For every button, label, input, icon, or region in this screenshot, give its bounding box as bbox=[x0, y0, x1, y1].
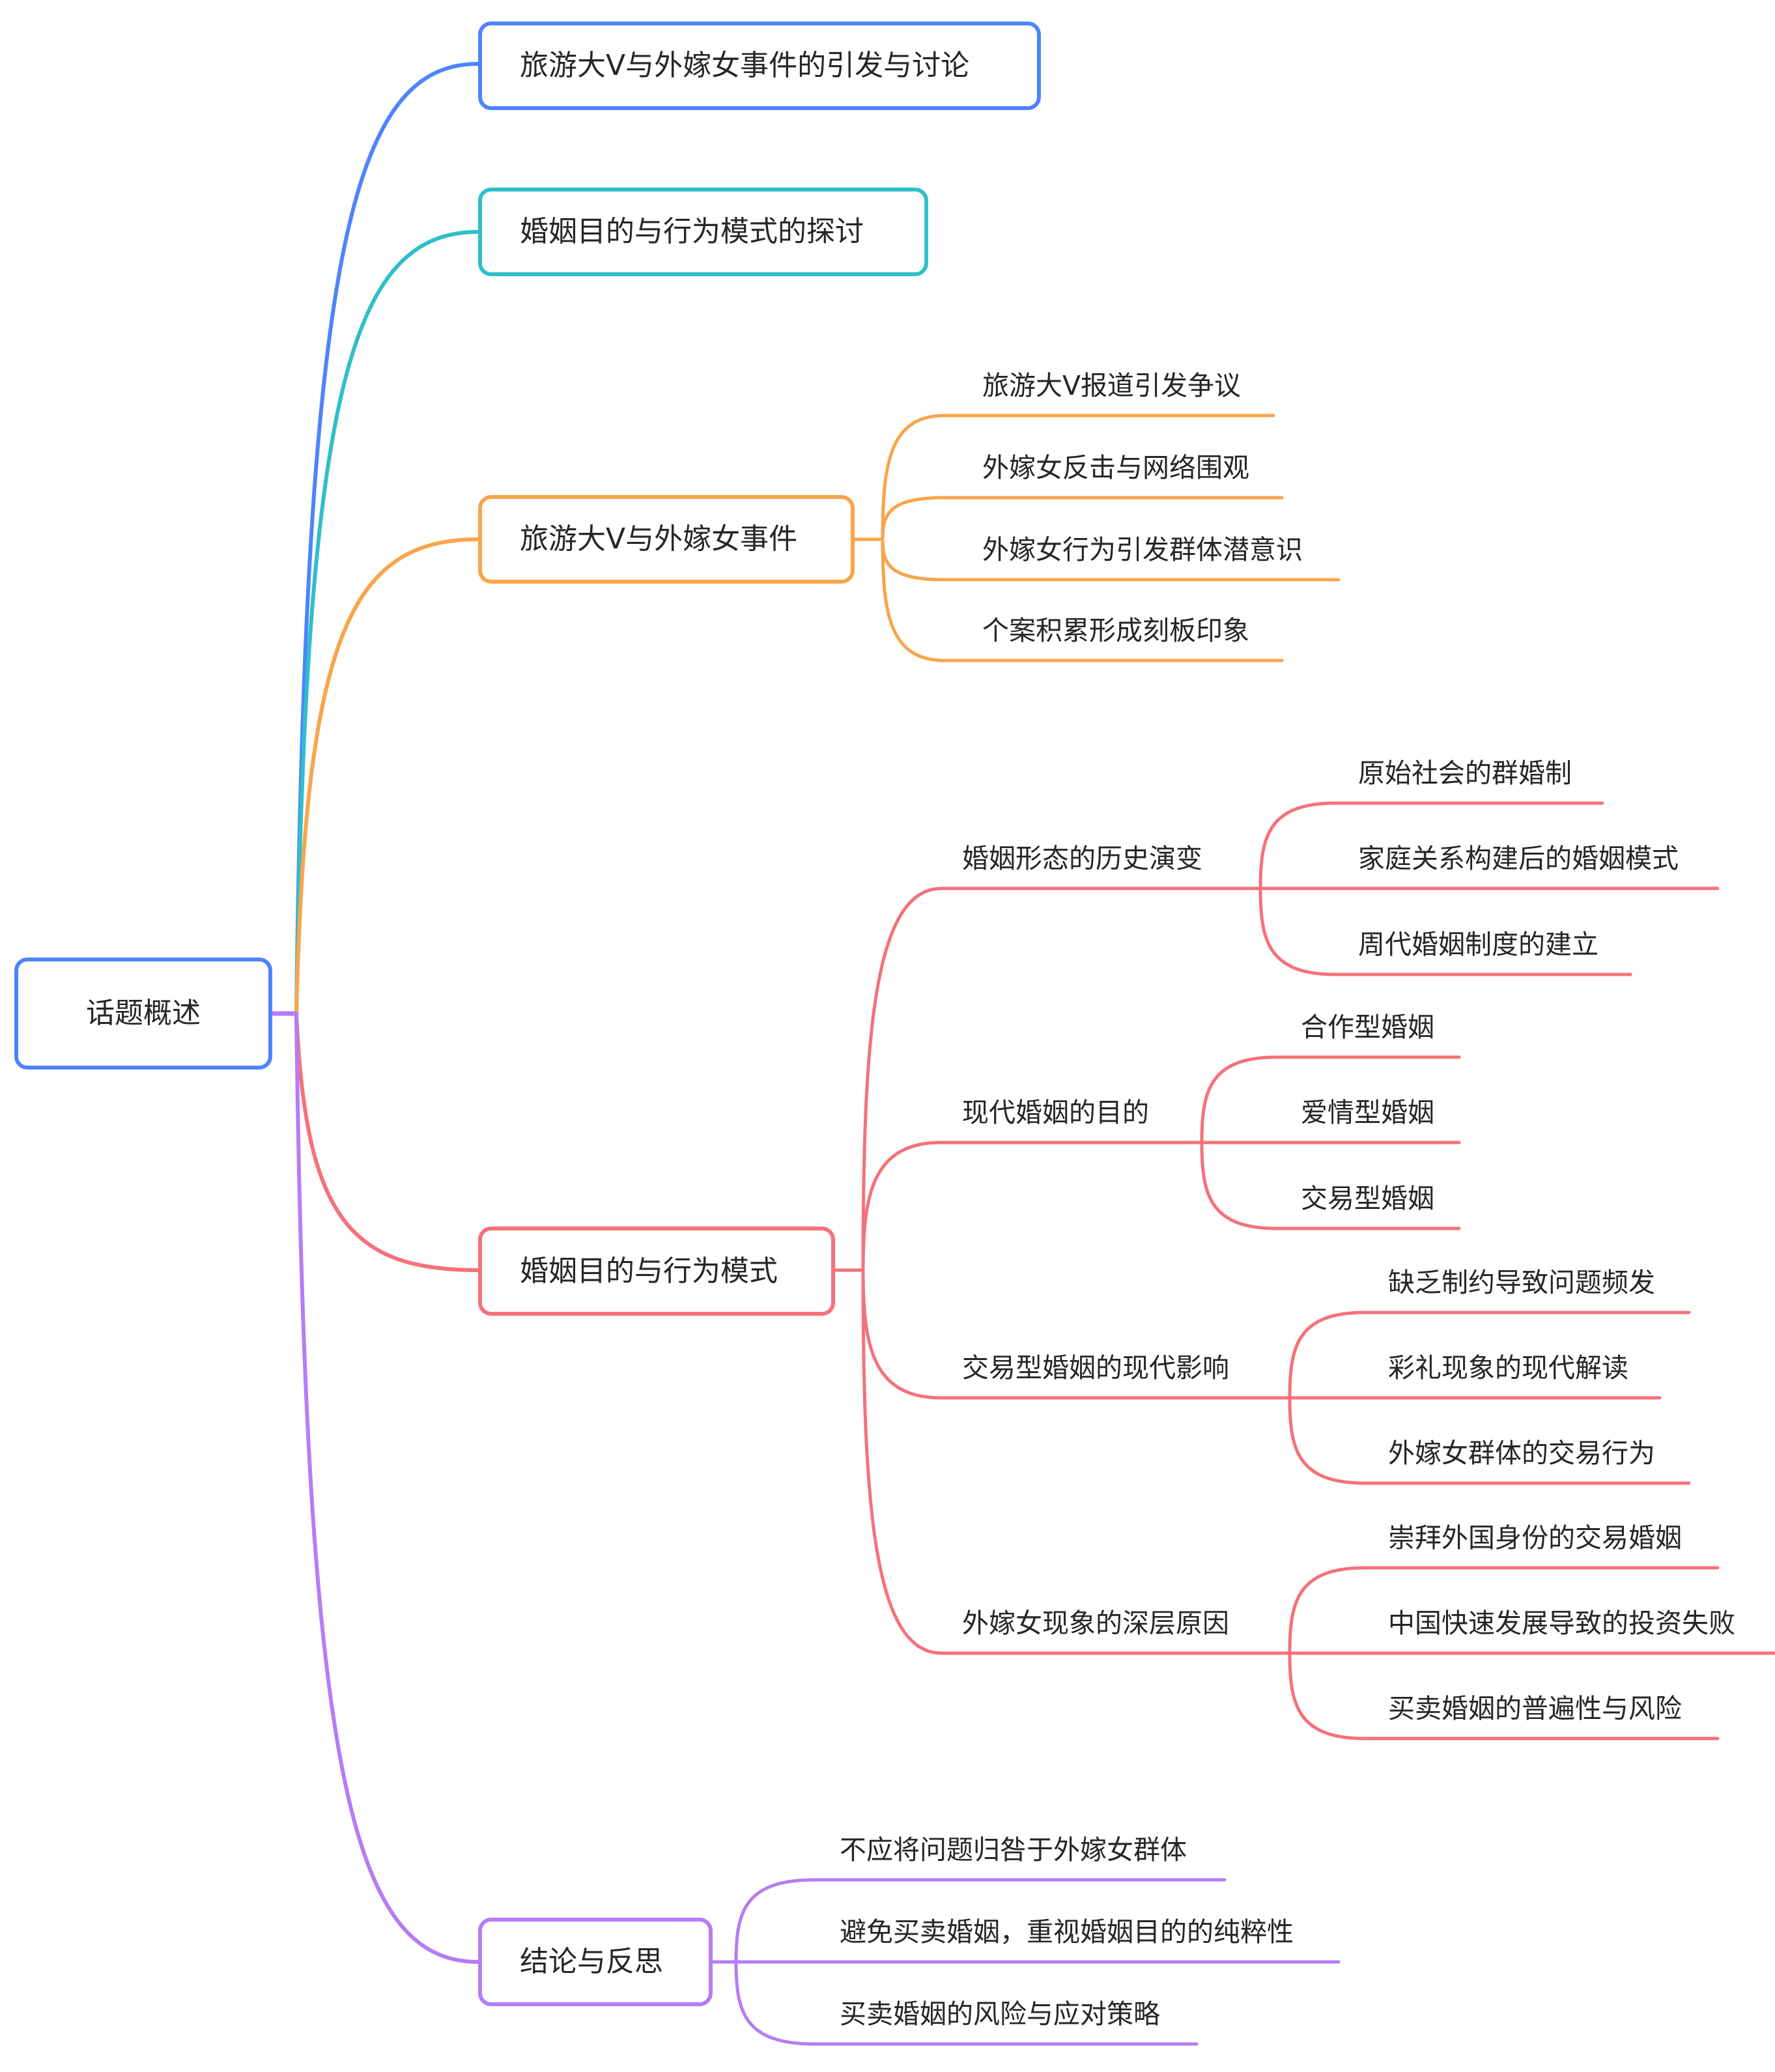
main-topic-event[interactable]: 旅游大V与外嫁女事件 bbox=[478, 495, 855, 584]
leaf-line bbox=[1258, 887, 1632, 976]
main-topic-label: 旅游大V与外嫁女事件的引发与讨论 bbox=[520, 49, 970, 82]
leaf-line bbox=[1258, 801, 1604, 890]
leaf-topic[interactable]: 缺乏制约导致问题频发 bbox=[1388, 1267, 1655, 1298]
subtopic[interactable]: 现代婚姻的目的 bbox=[962, 1097, 1149, 1128]
main-topic-conclusion[interactable]: 结论与反思 bbox=[478, 1918, 713, 2006]
subtopic-line bbox=[734, 1878, 1227, 1964]
main-topic-marriage-discussion[interactable]: 婚姻目的与行为模式的探讨 bbox=[478, 188, 928, 276]
root-topic-label: 话题概述 bbox=[86, 997, 201, 1030]
subtopic[interactable]: 避免买卖婚姻，重视婚姻目的的纯粹性 bbox=[840, 1916, 1294, 1948]
leaf-topic[interactable]: 外嫁女群体的交易行为 bbox=[1388, 1438, 1655, 1469]
leaf-topic[interactable]: 买卖婚姻的普遍性与风险 bbox=[1388, 1693, 1682, 1724]
main-topic-marriage-patterns[interactable]: 婚姻目的与行为模式 bbox=[478, 1227, 835, 1316]
leaf-topic[interactable]: 合作型婚姻 bbox=[1301, 1012, 1434, 1043]
subtopic-line bbox=[881, 496, 1284, 541]
subtopic-line bbox=[861, 887, 1262, 1272]
main-branch-line bbox=[294, 537, 480, 1015]
leaf-topic[interactable]: 爱情型婚姻 bbox=[1301, 1097, 1434, 1128]
subtopic[interactable]: 外嫁女行为引发群体潜意识 bbox=[982, 534, 1303, 565]
subtopic[interactable]: 交易型婚姻的现代影响 bbox=[962, 1352, 1229, 1384]
leaf-topic[interactable]: 崇拜外国身份的交易婚姻 bbox=[1388, 1522, 1682, 1554]
root-topic[interactable]: 话题概述 bbox=[14, 958, 272, 1070]
leaf-topic[interactable]: 中国快速发展导致的投资失败 bbox=[1388, 1608, 1735, 1639]
main-branch-line bbox=[294, 1012, 480, 1964]
leaf-line bbox=[1288, 1566, 1720, 1655]
leaf-line bbox=[1288, 1396, 1691, 1485]
subtopic-line bbox=[861, 1141, 1204, 1272]
subtopic[interactable]: 旅游大V报道引发争议 bbox=[982, 370, 1242, 401]
leaf-topic[interactable]: 周代婚姻制度的建立 bbox=[1358, 929, 1598, 960]
subtopic-line bbox=[881, 414, 1275, 541]
subtopic[interactable]: 个案积累形成刻板印象 bbox=[982, 615, 1249, 646]
subtopic-line bbox=[734, 1960, 1199, 2046]
leaf-topic[interactable]: 交易型婚姻 bbox=[1301, 1183, 1434, 1214]
leaf-line bbox=[1288, 1311, 1691, 1400]
leaf-topic[interactable]: 原始社会的群婚制 bbox=[1358, 758, 1572, 789]
main-topic-label: 婚姻目的与行为模式的探讨 bbox=[520, 215, 864, 248]
main-topic-label: 旅游大V与外嫁女事件 bbox=[520, 522, 798, 556]
subtopic[interactable]: 买卖婚姻的风险与应对策略 bbox=[840, 1998, 1160, 2030]
leaf-topic[interactable]: 家庭关系构建后的婚姻模式 bbox=[1358, 843, 1679, 874]
subtopic[interactable]: 婚姻形态的历史演变 bbox=[962, 843, 1202, 874]
main-topic-label: 结论与反思 bbox=[520, 1945, 663, 1978]
main-branch-line bbox=[294, 1012, 480, 1272]
main-branch-line bbox=[294, 230, 480, 1015]
leaf-topic[interactable]: 彩礼现象的现代解读 bbox=[1388, 1352, 1628, 1384]
leaf-line bbox=[1288, 1651, 1720, 1740]
subtopic[interactable]: 不应将问题归咎于外嫁女群体 bbox=[840, 1834, 1187, 1866]
subtopic[interactable]: 外嫁女现象的深层原因 bbox=[962, 1608, 1229, 1639]
main-topic-event-discussion[interactable]: 旅游大V与外嫁女事件的引发与讨论 bbox=[478, 21, 1041, 110]
leaf-line bbox=[1200, 1055, 1461, 1144]
subtopic[interactable]: 外嫁女反击与网络围观 bbox=[982, 452, 1249, 483]
leaf-line bbox=[1200, 1141, 1461, 1230]
main-branch-line bbox=[294, 62, 480, 1015]
main-topic-label: 婚姻目的与行为模式 bbox=[520, 1254, 778, 1288]
subtopic-line bbox=[861, 1268, 1292, 1655]
subtopic-line bbox=[881, 537, 1284, 662]
